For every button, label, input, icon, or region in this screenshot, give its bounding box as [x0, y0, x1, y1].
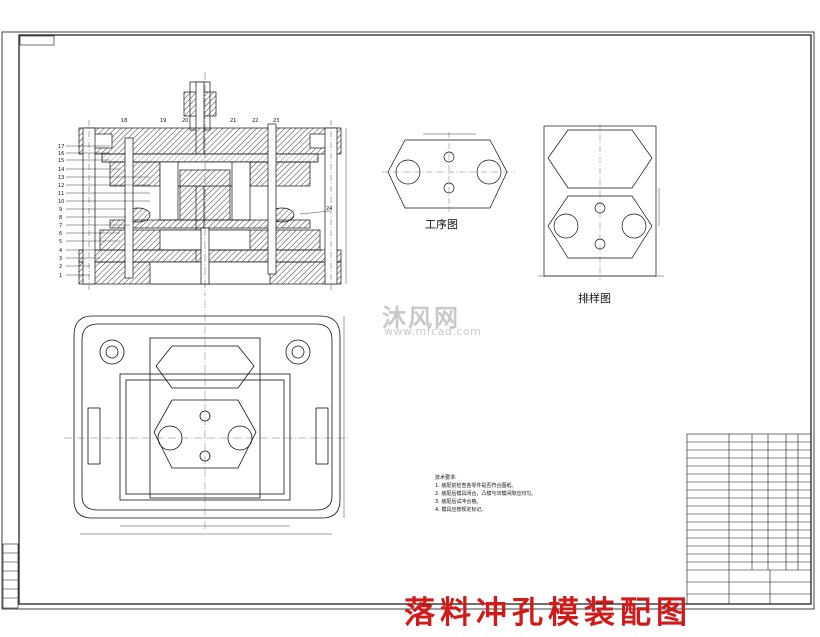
part-number: 23 — [273, 118, 279, 124]
part-number: 18 — [121, 118, 127, 124]
left-margin-strip — [2, 543, 19, 609]
technical-notes: 技术要求: 1. 装配前检查各零件是否符合图纸。 2. 装配后模具闭合，凸模与凹… — [435, 474, 536, 514]
part-number: 16 — [58, 151, 64, 157]
outer-frame — [1, 31, 815, 610]
notes-title: 技术要求: — [435, 475, 457, 481]
process-diagram — [382, 132, 515, 212]
part-number: 14 — [58, 167, 64, 173]
strip-layout-title: 排样图 — [578, 292, 611, 305]
part-number: 20 — [182, 118, 188, 124]
part-number: 11 — [58, 191, 64, 197]
note-item: 2. 装配后模具闭合，凸模与凹模间隙应均匀。 — [435, 491, 537, 497]
plan-view — [64, 300, 350, 535]
part-number: 22 — [252, 118, 258, 124]
watermark-url: www.mfcad.com — [384, 325, 482, 338]
note-item: 3. 装配后试冲合格。 — [435, 499, 482, 505]
strip-layout — [538, 124, 664, 280]
drawing-caption: 落料冲孔模装配图 — [404, 595, 692, 631]
part-number: 21 — [230, 118, 236, 124]
inner-frame — [18, 34, 812, 605]
process-diagram-title: 工序图 — [425, 218, 458, 231]
part-number: 24 — [326, 206, 332, 212]
part-number: 19 — [160, 118, 166, 124]
part-numbers-top: 18 19 20 21 22 23 — [121, 118, 279, 124]
part-number: 9 — [59, 207, 62, 213]
part-number: 8 — [59, 215, 62, 221]
part-number: 15 — [58, 158, 64, 164]
part-number: 13 — [58, 175, 64, 181]
part-number: 12 — [58, 183, 64, 189]
part-number: 6 — [59, 231, 62, 237]
part-numbers-left: 17 16 15 14 13 12 11 10 9 8 7 6 5 4 3 2 … — [58, 144, 64, 279]
note-item: 4. 模具应按规定标记。 — [435, 507, 487, 513]
corner-box — [19, 35, 55, 46]
title-block — [686, 433, 812, 605]
part-number: 5 — [59, 239, 62, 245]
part-number: 7 — [59, 223, 62, 229]
note-item: 1. 装配前检查各零件是否符合图纸。 — [435, 483, 517, 489]
part-number: 2 — [59, 264, 62, 270]
part-number: 17 — [58, 144, 64, 150]
part-number: 10 — [58, 199, 64, 205]
front-section-view — [66, 72, 347, 296]
watermark-text: 沐风网 — [382, 304, 460, 332]
part-number: 1 — [59, 273, 62, 279]
part-number: 4 — [59, 248, 62, 254]
part-number: 3 — [59, 256, 62, 262]
